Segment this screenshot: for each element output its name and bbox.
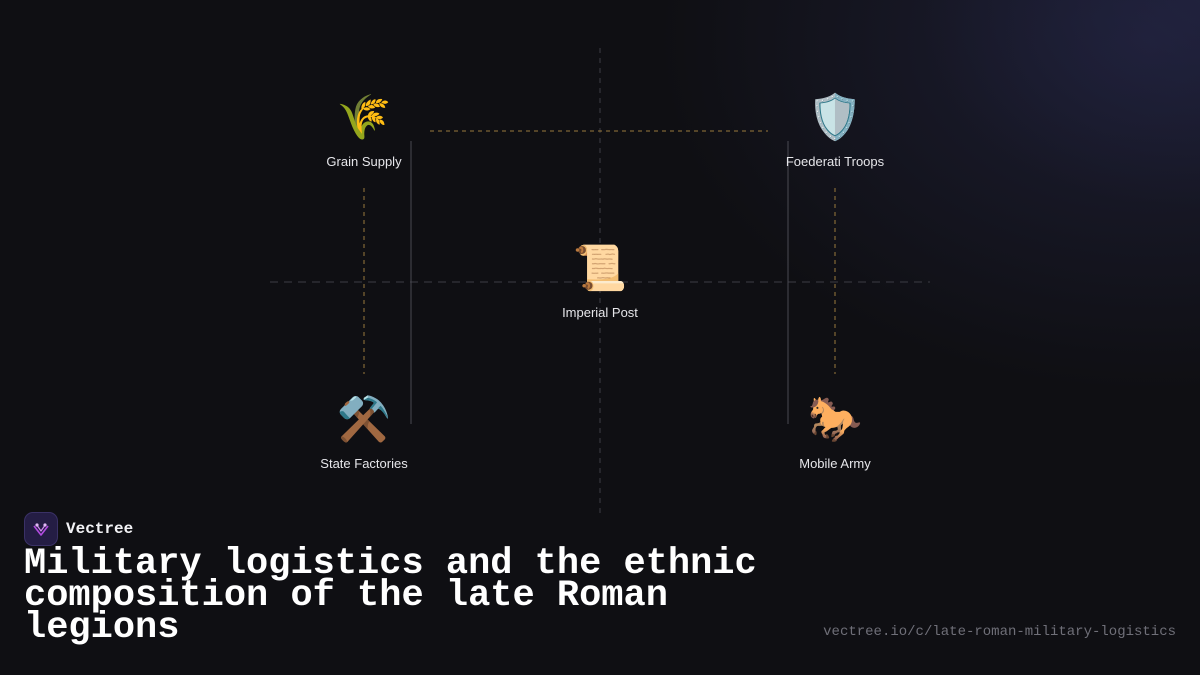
grain-icon: 🌾 <box>336 92 392 143</box>
brand-name: Vectree <box>66 520 134 538</box>
node-label: Imperial Post <box>562 305 638 320</box>
vectree-logo-icon <box>24 512 58 546</box>
node-state-factories: ⚒️ State Factories <box>284 388 444 471</box>
shield-icon: 🛡️ <box>807 92 863 143</box>
node-label: Foederati Troops <box>785 154 885 169</box>
node-grain-supply: 🌾 Grain Supply <box>284 86 444 169</box>
node-label: Grain Supply <box>326 154 402 169</box>
hammer-pick-icon: ⚒️ <box>336 394 392 445</box>
brand: Vectree <box>24 512 133 546</box>
source-url: vectree.io/c/late-roman-military-logisti… <box>823 624 1176 640</box>
node-label: Mobile Army <box>799 456 871 471</box>
horse-icon: 🐎 <box>807 394 863 445</box>
page-title: Military logistics and the ethnic compos… <box>24 543 757 649</box>
node-mobile-army: 🐎 Mobile Army <box>755 388 915 471</box>
scroll-icon: 📜 <box>572 243 628 294</box>
node-imperial-post: 📜 Imperial Post <box>520 237 680 320</box>
node-label: State Factories <box>320 456 408 471</box>
node-foederati-troops: 🛡️ Foederati Troops <box>755 86 915 169</box>
